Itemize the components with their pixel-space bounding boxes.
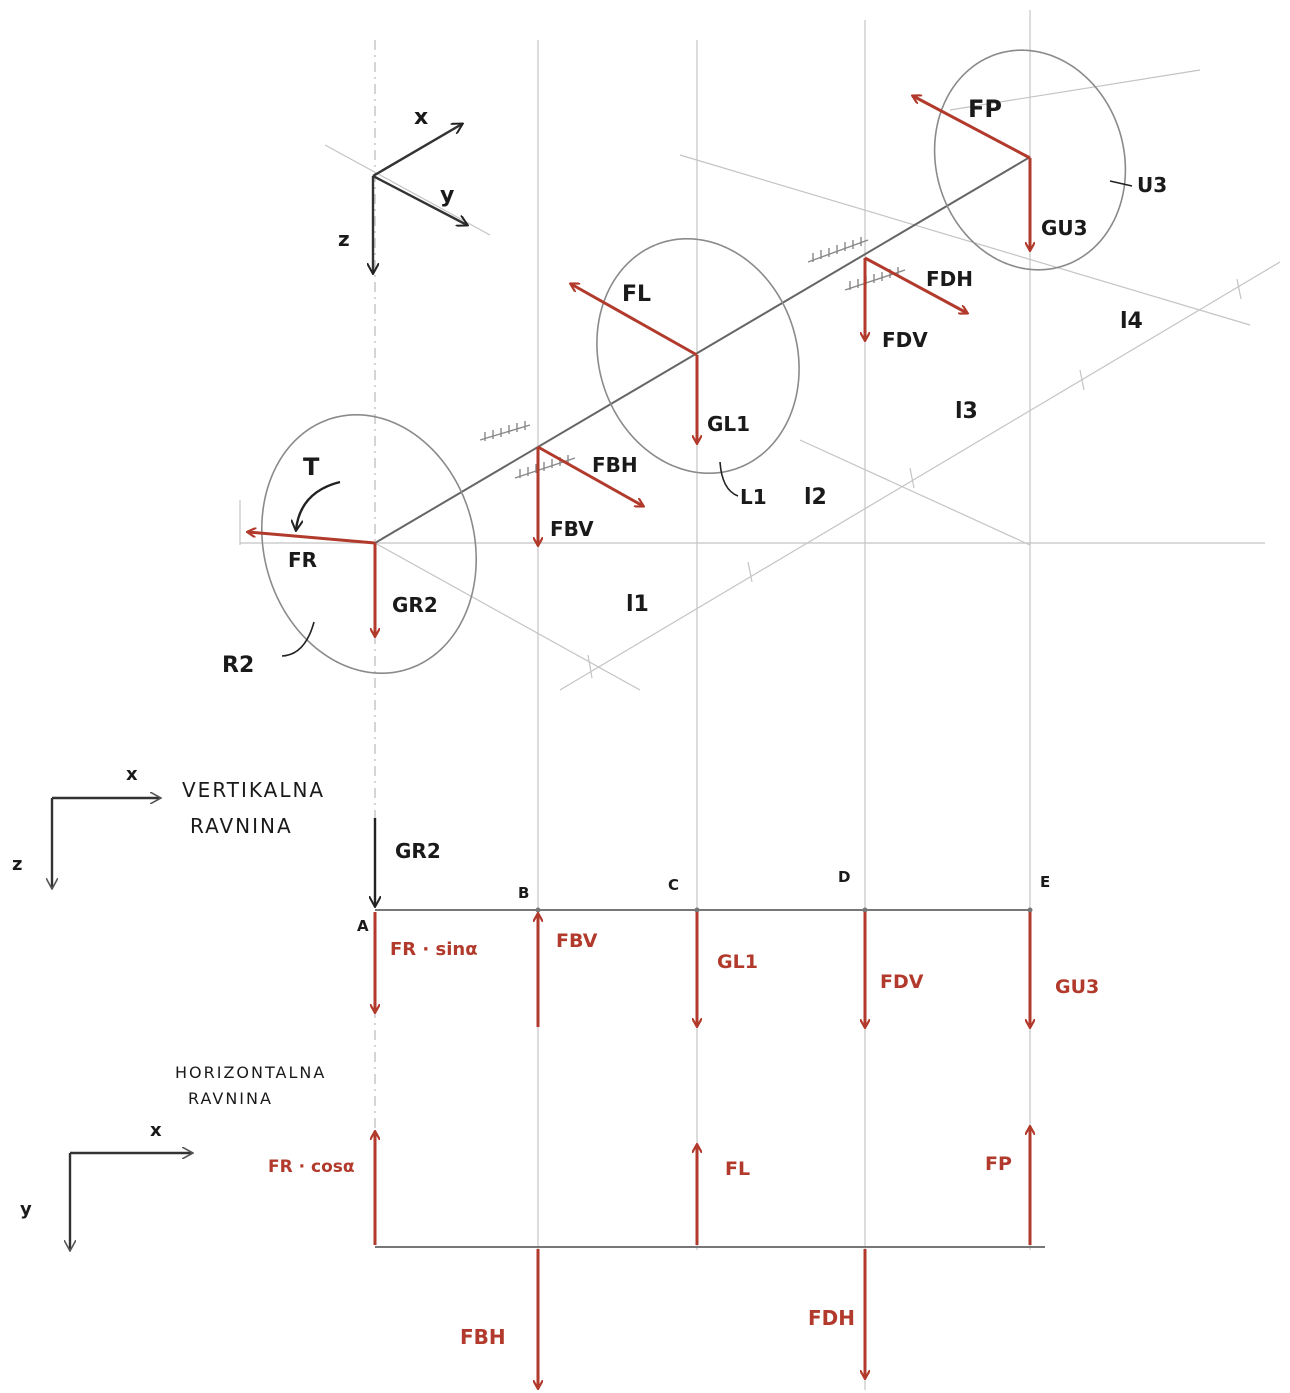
vertical-axis-z-label: z	[12, 854, 22, 875]
iso-l1-leader	[719, 461, 739, 497]
v-label-gu3: GU3	[1055, 976, 1099, 998]
v-label-fr-sin: FR · sinα	[390, 939, 478, 960]
iso-fl-arrow	[571, 284, 698, 357]
wheel-l1	[596, 237, 800, 475]
vertical-axis-x-label: x	[126, 764, 138, 785]
iso-fbh-arrow	[537, 445, 643, 506]
h-label-fr-cos: FR · cosα	[268, 1157, 355, 1177]
iso-force-arrows	[248, 96, 1030, 636]
iso-labels: T FR GR2 R2 FBV FBH FL GL1 L1 FDV FDH FP…	[222, 95, 1167, 678]
iso-label-l4-dim: l4	[1120, 309, 1143, 334]
iso-label-fdh: FDH	[926, 267, 973, 291]
construction-lines	[239, 10, 1281, 1390]
iso-fr-arrow	[248, 532, 376, 545]
h-label-fbh: FBH	[460, 1325, 506, 1349]
point-a-label: A	[357, 917, 369, 935]
h-label-fp: FP	[985, 1153, 1012, 1175]
h-label-fl: FL	[725, 1158, 750, 1180]
iso-label-t: T	[303, 453, 320, 481]
iso-r2-leader	[281, 621, 315, 657]
iso-label-l1-dim: l1	[626, 592, 649, 617]
iso-label-fdv: FDV	[882, 328, 928, 352]
iso-label-l1: L1	[740, 485, 767, 509]
horizontal-axis-y-label: y	[20, 1199, 32, 1220]
horizontal-plane-title-2: RAVNINA	[188, 1089, 273, 1108]
v-label-gr2: GR2	[395, 839, 441, 863]
h-label-fdh: FDH	[808, 1306, 855, 1330]
point-c-label: C	[668, 876, 679, 894]
iso-axis-y-label: y	[440, 183, 454, 208]
point-d-label: D	[838, 868, 850, 886]
iso-label-r2: R2	[222, 653, 254, 678]
iso-label-fp: FP	[968, 95, 1002, 123]
iso-fp-arrow	[913, 96, 1031, 160]
shaft	[374, 156, 1031, 544]
iso-torque-arrow	[296, 480, 341, 530]
vertical-plane-title-2: RAVNINA	[190, 814, 293, 838]
iso-axis-z-label: z	[338, 227, 350, 251]
iso-fdh-arrow	[864, 256, 967, 313]
iso-label-l3-dim: l3	[955, 399, 978, 424]
vertical-plane-title-1: VERTIKALNA	[182, 778, 325, 802]
wheel-r2	[261, 413, 477, 675]
horizontal-plane: HORIZONTALNA RAVNINA x y FR · cosα FL FP…	[20, 1063, 1045, 1388]
iso-label-gl1: GL1	[707, 412, 750, 436]
iso-label-fbv: FBV	[550, 517, 594, 541]
iso-label-u3: U3	[1137, 173, 1167, 197]
iso-label-gr2: GR2	[392, 593, 438, 617]
wheel-u3	[933, 49, 1127, 271]
iso-label-fbh: FBH	[592, 453, 638, 477]
iso-label-l2-dim: l2	[804, 485, 827, 510]
horizontal-axis-x-label: x	[150, 1120, 162, 1141]
v-label-gl1: GL1	[717, 951, 758, 973]
iso-axes: x y z	[338, 105, 467, 273]
vertical-plane: x z VERTIKALNA RAVNINA A B C D E GR2 FR …	[12, 764, 1099, 1027]
bearing-d-hatch	[807, 237, 906, 291]
iso-label-fr: FR	[288, 548, 317, 572]
iso-label-gu3: GU3	[1041, 216, 1088, 240]
v-label-fdv: FDV	[880, 971, 924, 993]
iso-axis-x-label: x	[414, 105, 428, 130]
v-label-fbv: FBV	[556, 930, 598, 952]
iso-label-fl: FL	[622, 282, 651, 307]
point-e-label: E	[1040, 873, 1050, 891]
bearing-b-hatch	[479, 421, 576, 479]
iso-u3-leader	[1109, 180, 1133, 187]
point-b-label: B	[518, 884, 529, 902]
horizontal-plane-title-1: HORIZONTALNA	[175, 1063, 326, 1082]
